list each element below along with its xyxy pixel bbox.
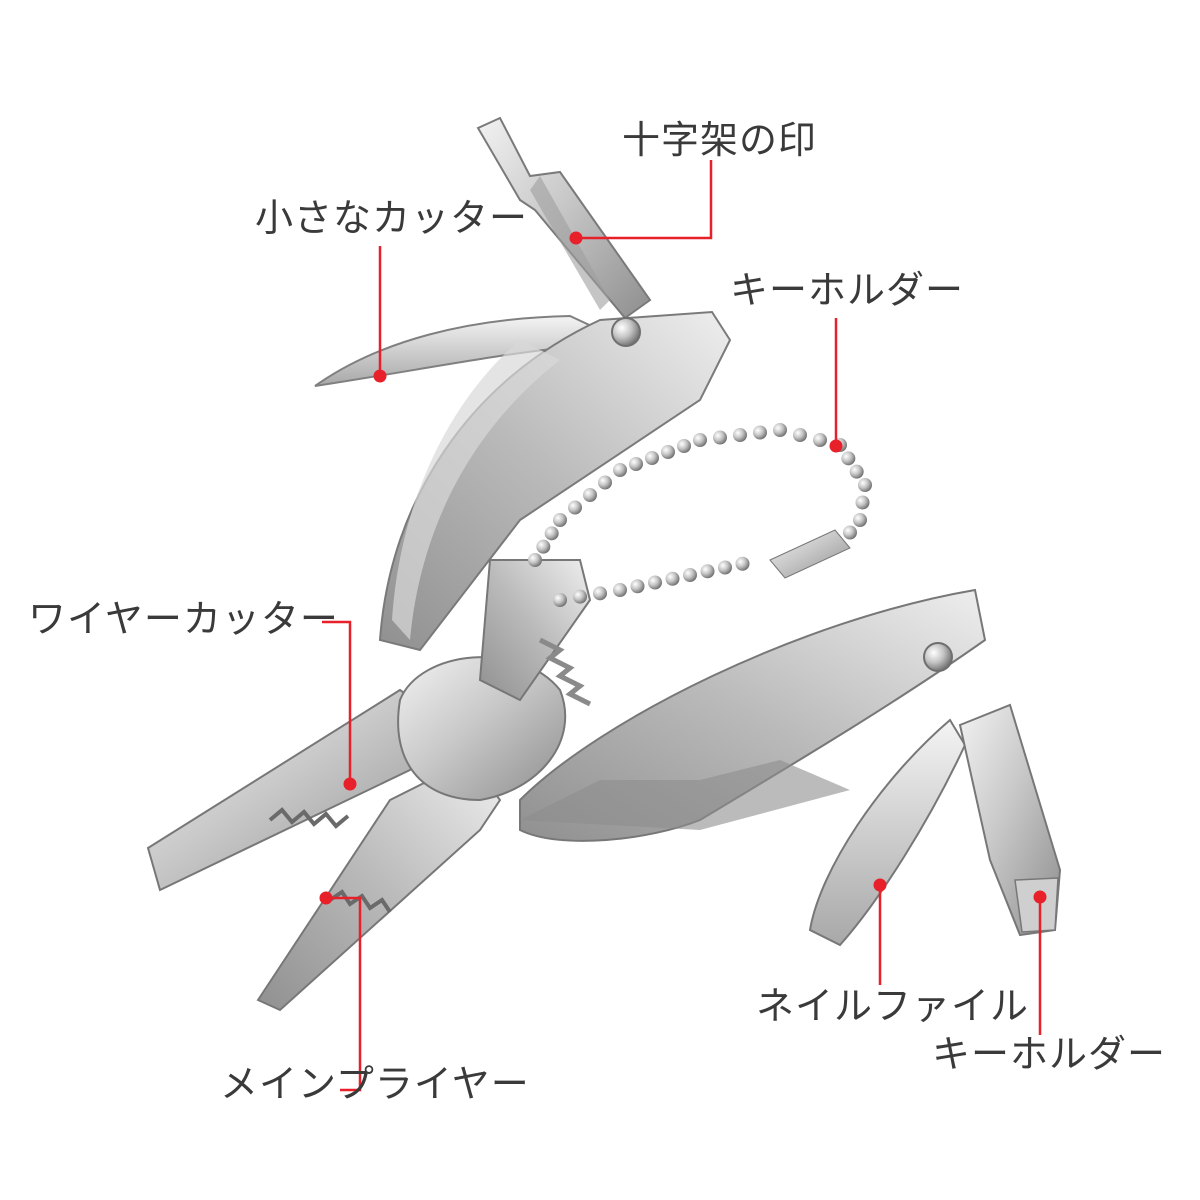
dot-small-cutter [373,369,387,383]
chain-bead [536,539,551,554]
label-wire-cutter: ワイヤーカッター [28,597,339,641]
chain-bead [713,430,727,445]
chain-bead [528,553,542,567]
label-small-cutter: 小さなカッター [255,196,529,240]
upper-handle [378,310,732,652]
dot-keyholder-bottom [1033,890,1047,904]
label-keyholder-bottom: キーホルダー [932,1032,1167,1076]
chain-bead [568,500,582,515]
chain-bead [813,433,827,447]
chain-bead [773,423,787,437]
chain-bead [629,457,643,471]
pliers-pivot [397,559,592,802]
chain-bead [544,526,559,541]
chain-bead [849,464,864,479]
dot-nail-file [873,878,887,892]
pliers-jaws [146,688,502,1012]
chain-bead [700,564,715,579]
chain-bead [630,579,645,594]
chain-bead [613,583,627,597]
chain-bead [598,475,612,490]
label-nail-file: ネイルファイル [756,984,1030,1028]
dot-main-pliers [319,891,333,905]
chain-clasp [769,529,851,579]
dot-wire-cutter [343,777,357,791]
chain-bead [733,428,747,442]
chain-bead [661,445,675,459]
chain-bead [648,575,662,590]
leader-lines [322,160,1042,1092]
chain-bead [683,568,697,582]
chain-bead [665,571,680,586]
dot-keyholder-top [829,439,843,453]
dot-cross [569,231,583,245]
chain-bead [855,495,870,510]
label-main-pliers: メインプライヤー [220,1062,530,1106]
callout-dots [319,231,1047,905]
leader-line-main-pliers [326,896,362,1092]
chain-bead [843,525,857,540]
chain-bead [735,556,750,571]
chain-bead [793,428,807,442]
chain-bead [853,513,867,527]
chain-bead [583,488,597,502]
leader-line-wire-cutter [322,620,352,784]
chain-bead [858,478,872,492]
ball-chain [528,423,872,607]
chain-bead [677,439,691,453]
chain-bead [573,589,587,604]
lower-handle [519,588,1062,947]
chain-bead [553,513,567,527]
chain-bead [693,433,707,447]
chain-bead [718,560,732,575]
chain-bead [553,593,567,607]
chain-bead [753,425,767,440]
leader-line-cross [576,160,713,240]
chain-bead [613,463,627,477]
chain-bead [645,451,659,465]
chain-bead [593,586,607,601]
label-keyholder-top: キーホルダー [730,268,965,312]
label-cross-mark: 十字架の印 [622,118,818,162]
screwdriver-tool [476,116,652,320]
chain-bead [841,451,856,466]
